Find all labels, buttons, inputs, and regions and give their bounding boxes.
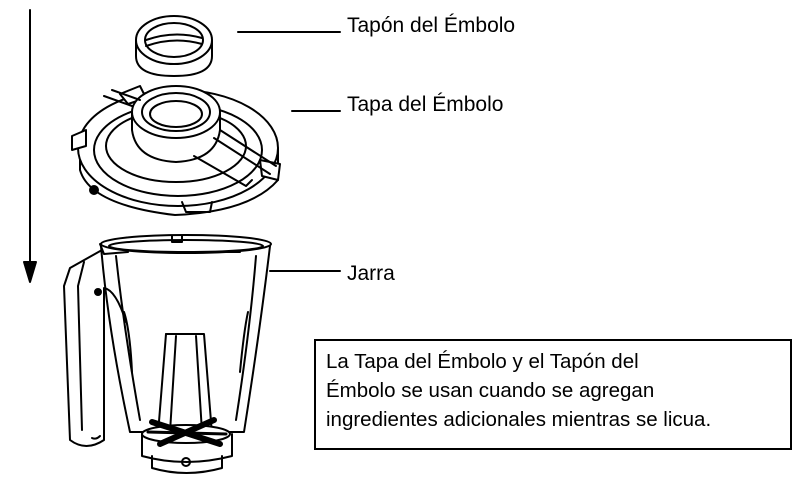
usage-note-line: La Tapa del Émbolo y el Tapón del <box>326 350 639 373</box>
jar-label: Jarra <box>347 262 395 285</box>
usage-note-line: Émbolo se usan cuando se agregan <box>326 379 655 402</box>
jar-drawing <box>63 234 272 474</box>
plunger-cap-drawing <box>135 15 213 77</box>
usage-note-line: ingredientes adicionales mientras se lic… <box>326 408 712 431</box>
usage-note-box: La Tapa del Émbolo y el Tapón del Émbolo… <box>314 339 792 450</box>
plunger-cap-label: Tapón del Émbolo <box>347 14 516 37</box>
plunger-lid-label: Tapa del Émbolo <box>347 93 504 116</box>
plunger-lid-drawing <box>71 85 281 216</box>
assembly-direction-arrow <box>23 9 37 283</box>
